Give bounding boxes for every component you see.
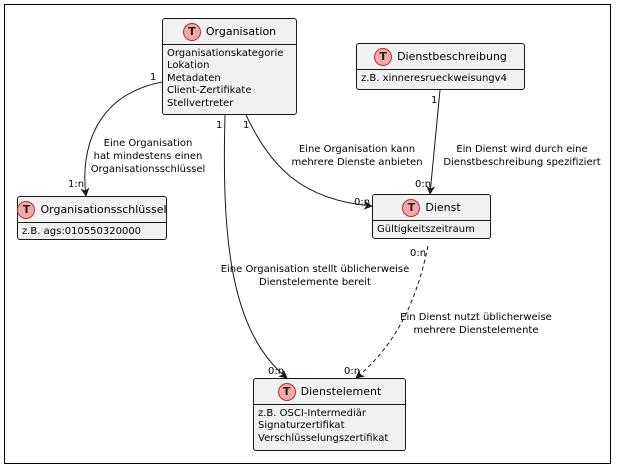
entity-header: T Dienst (373, 195, 490, 221)
entity-title: Organisation (205, 25, 277, 38)
entity-attribute: Verschlüsselungszertifikat (258, 432, 389, 444)
type-t-icon: T (402, 198, 421, 217)
relation-label-line: mehrere Dienste anbieten (291, 157, 422, 168)
target-multiplicity: 0:n (268, 366, 284, 377)
relation-label-line: Ein Dienst nutzt üblicherweise (400, 312, 552, 323)
relation-label-line: Dienstelemente bereit (259, 277, 371, 288)
target-multiplicity: 0:n (344, 366, 360, 377)
entity-organisation[interactable]: T Organisation Organisationskategorie Lo… (162, 18, 297, 115)
source-multiplicity: 1 (431, 95, 437, 106)
entity-attribute: z.B. OSCI-Intermediär (258, 408, 366, 419)
entity-organisationsschluessel[interactable]: T Organisationsschlüssel z.B. ags:010550… (17, 196, 167, 240)
type-t-icon: T (374, 47, 393, 66)
relation-label-line: hat mindestens einen (94, 151, 203, 162)
relation-label-line: Eine Organisation kann (299, 144, 415, 155)
entity-attribute: Stellvertreter (167, 97, 234, 109)
target-multiplicity: 0:n (354, 197, 370, 208)
entity-attributes: z.B. xinneresrueckweisungv4 (357, 70, 524, 87)
relation-label-line: Organisationsschlüssel (91, 164, 206, 175)
entity-attribute: z.B. ags:010550320000 (22, 226, 142, 237)
entity-title: Dienst (425, 201, 461, 214)
source-multiplicity: 1 (243, 120, 249, 131)
entity-header: T Dienstbeschreibung (357, 44, 524, 70)
relation-org-schluessel: 1 1:n Eine Organisation hat mindestens e… (68, 72, 206, 197)
relation-label-line: Ein Dienst wird durch eine (456, 144, 587, 155)
type-t-icon: T (182, 22, 201, 41)
entity-attribute: Signaturzertifikat (258, 420, 345, 432)
relation-beschreibung-dienst: 1 0:n Ein Dienst wird durch eine Dienstb… (415, 89, 601, 195)
entity-attributes: Gültigkeitszeitraum (373, 221, 490, 238)
entity-attributes: z.B. OSCI-Intermediär Signaturzertifikat… (254, 405, 405, 447)
relation-org-dienstelement: 1 0:n Eine Organisation stellt üblicherw… (216, 114, 410, 379)
target-multiplicity: 1:n (68, 179, 84, 190)
entity-title: Dienstbeschreibung (397, 50, 507, 63)
source-multiplicity: 1 (150, 72, 156, 83)
relation-line (223, 114, 288, 379)
target-multiplicity: 0:n (415, 179, 431, 190)
entity-attributes: z.B. ags:010550320000 (18, 223, 166, 240)
entity-header: T Organisationsschlüssel (17, 197, 167, 223)
entity-dienst[interactable]: T Dienst Gültigkeitszeitraum (372, 194, 491, 239)
type-t-icon: T (277, 382, 296, 401)
entity-dienstbeschreibung[interactable]: T Dienstbeschreibung z.B. xinneresrueckw… (356, 43, 525, 90)
entity-title: Organisationsschlüssel (40, 203, 167, 216)
relation-label-line: Eine Organisation (104, 138, 193, 149)
entity-attribute: Metadaten (167, 72, 221, 84)
entity-attributes: Organisationskategorie Lokation Metadate… (163, 45, 296, 112)
entity-dienstelement[interactable]: T Dienstelement z.B. OSCI-Intermediär Si… (253, 378, 406, 451)
type-t-icon: T (17, 200, 36, 219)
relation-line (80, 81, 163, 197)
source-multiplicity: 1 (216, 120, 222, 131)
relation-org-dienst: 1 0:n Eine Organisation kann mehrere Die… (243, 114, 423, 210)
relation-label-line: Eine Organisation stellt üblicherweise (221, 264, 410, 275)
relation-line (426, 89, 441, 195)
entity-header: T Dienstelement (254, 379, 405, 405)
entity-attribute: z.B. xinneresrueckweisungv4 (361, 73, 507, 84)
relation-label-line: Dienstbeschreibung spezifiziert (443, 157, 600, 168)
relation-line (245, 114, 373, 210)
entity-attribute: Lokation (167, 60, 210, 72)
relation-line (355, 245, 429, 379)
entity-attribute: Organisationskategorie (167, 48, 284, 59)
entity-title: Dienstelement (300, 385, 382, 398)
source-multiplicity: 0:n (410, 248, 426, 259)
relation-label-line: mehrere Dienstelemente (414, 325, 539, 336)
entity-attribute: Gültigkeitszeitraum (377, 224, 475, 235)
relation-dienst-dienstelement: 0:n 0:n Ein Dienst nutzt üblicherweise m… (344, 245, 552, 379)
entity-attribute: Client-Zertifikate (167, 85, 252, 97)
entity-header: T Organisation (163, 19, 296, 45)
